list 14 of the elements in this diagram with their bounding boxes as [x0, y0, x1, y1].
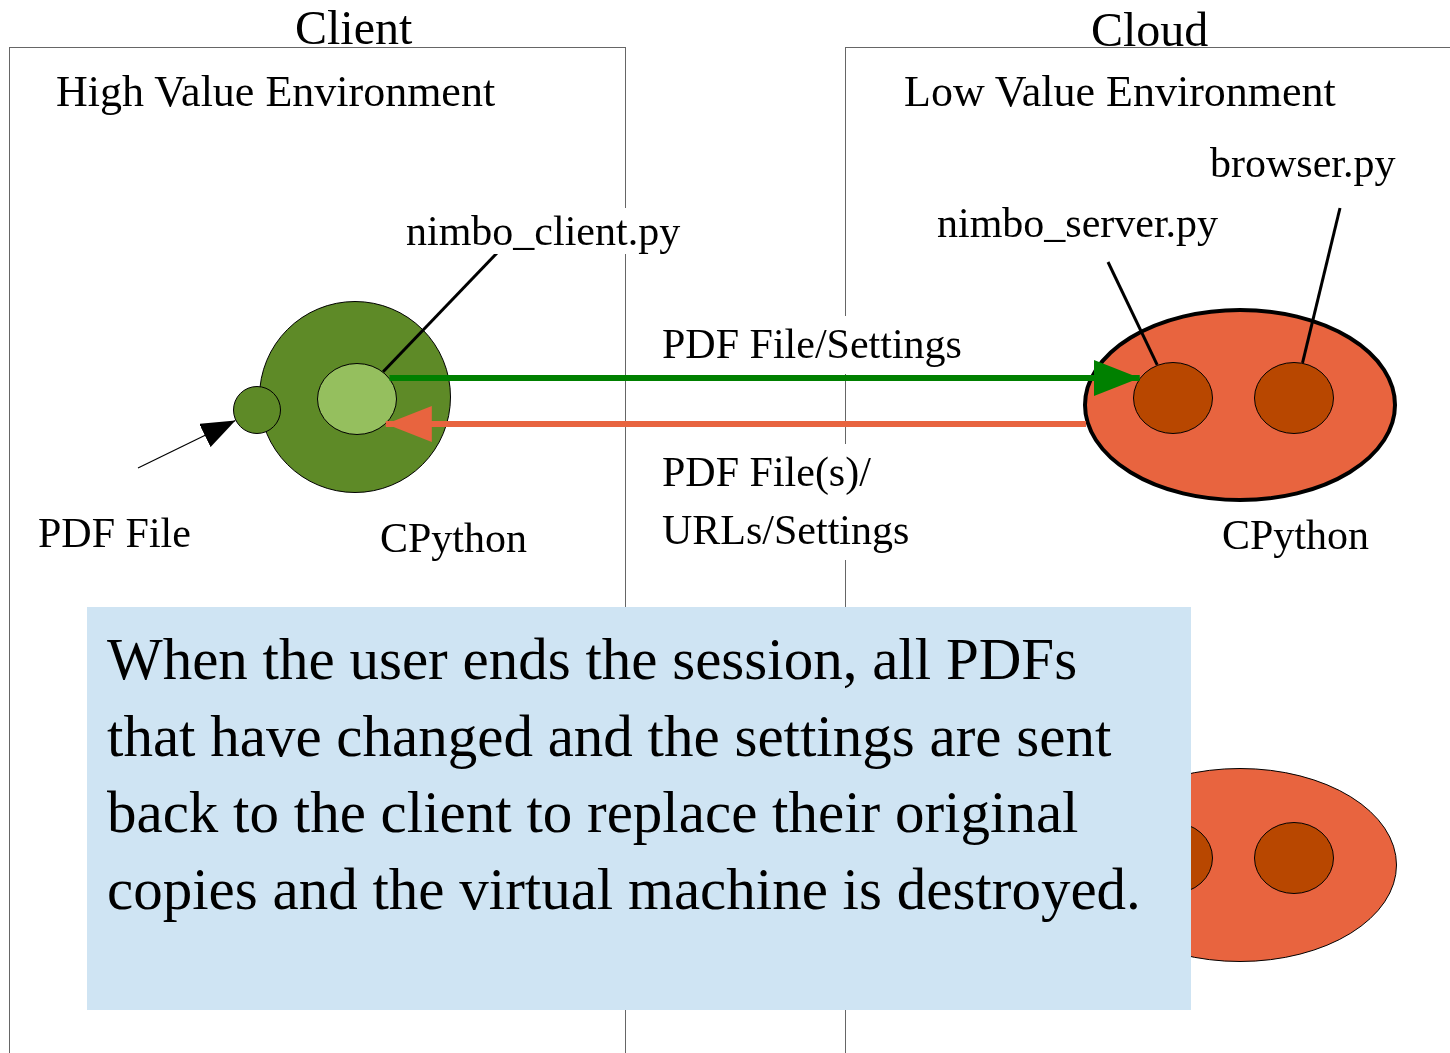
leader-line: [382, 251, 499, 373]
arrow: [389, 360, 1140, 396]
shape-caption: CPython: [1222, 512, 1370, 559]
panel-subtitle: Low Value Environment: [904, 68, 1336, 117]
callout-note: When the user ends the session, all PDFs that have changed and the settings are sent back to the client to replace their original copies and the virtual machine is destroyed.: [87, 607, 1191, 1010]
panel-subtitle: High Value Environment: [56, 68, 496, 117]
leader-line: [1106, 261, 1159, 366]
panel-heading: Cloud: [1091, 4, 1209, 57]
panel-heading: Client: [295, 2, 413, 55]
arrow: [385, 406, 1087, 442]
label-text: nimbo_client.py: [406, 208, 681, 255]
leader-line: [1301, 207, 1342, 364]
arrow: [137, 419, 237, 469]
shape-caption: CPython: [380, 515, 528, 562]
